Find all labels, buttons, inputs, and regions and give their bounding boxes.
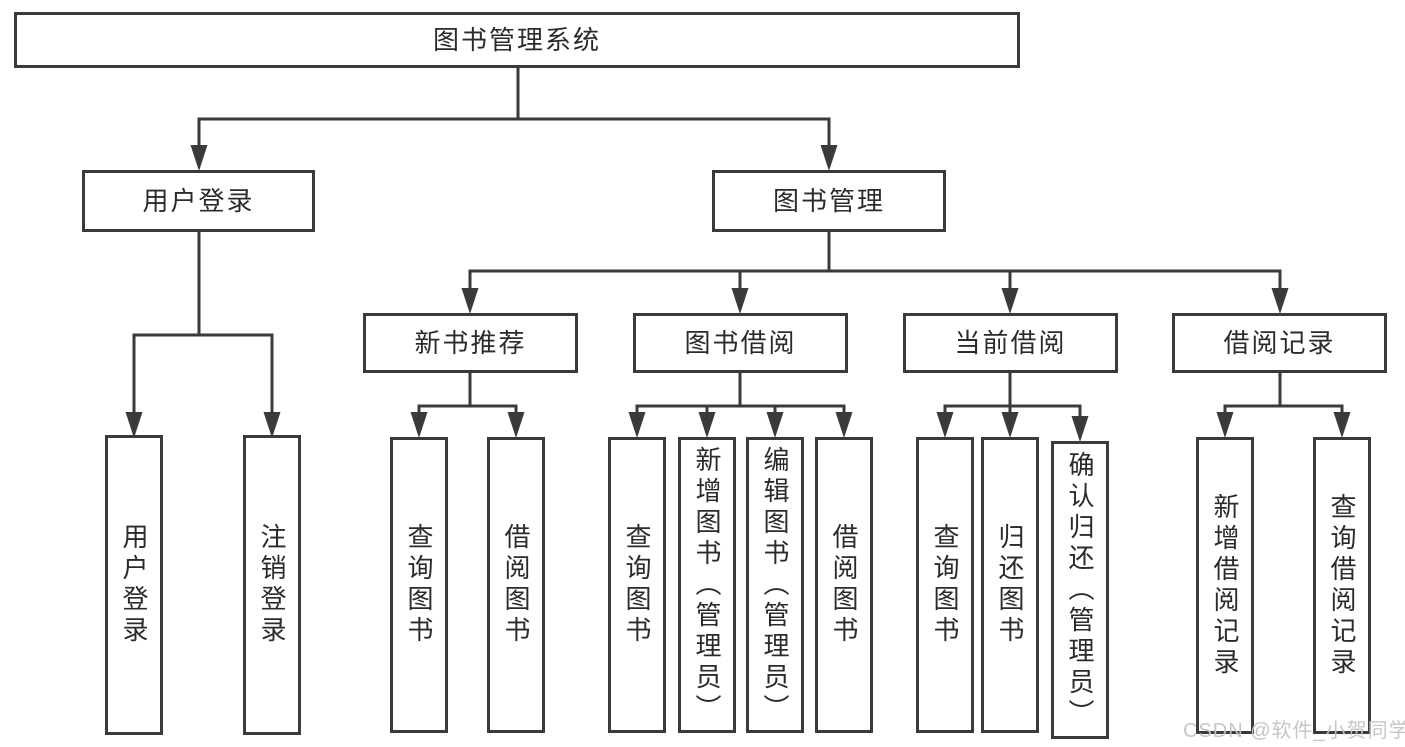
node-book-borrow: 图书借阅	[633, 313, 848, 373]
node-leaf-query-book-current-label: 查询图书	[930, 523, 960, 647]
node-leaf-query-book-current: 查询图书	[916, 437, 974, 733]
node-borrow-records-label: 借阅记录	[1223, 328, 1336, 358]
watermark-text: CSDN @软件_小贺同学	[1183, 720, 1405, 742]
node-leaf-edit-book-admin-label: 编辑图书（管理员）	[760, 445, 790, 725]
node-new-book-rec-label: 新书推荐	[414, 328, 527, 358]
node-leaf-edit-book-admin: 编辑图书（管理员）	[746, 437, 804, 733]
node-leaf-logout-label: 注销登录	[257, 523, 287, 647]
connector-user-login-branch	[125, 232, 281, 438]
node-leaf-query-book-rec-label: 查询图书	[404, 523, 434, 647]
node-leaf-query-borrow-record-label: 查询借阅记录	[1327, 492, 1357, 679]
node-leaf-query-book-rec: 查询图书	[390, 437, 448, 733]
connector-current-borrow-branch	[936, 373, 1089, 442]
connector-book-borrow-branch	[628, 373, 853, 438]
node-root-system-label: 图书管理系统	[432, 25, 601, 55]
connector-book-mgmt-to-level3	[461, 232, 1289, 314]
node-leaf-add-borrow-record-label: 新增借阅记录	[1210, 492, 1240, 679]
node-leaf-query-book-borrow: 查询图书	[608, 437, 666, 733]
node-user-login-branch-label: 用户登录	[142, 186, 255, 216]
node-leaf-query-book-borrow-label: 查询图书	[622, 523, 652, 647]
node-user-login-branch: 用户登录	[82, 170, 315, 232]
node-leaf-logout: 注销登录	[243, 435, 301, 735]
node-leaf-user-login-label: 用户登录	[119, 523, 149, 647]
node-leaf-borrow-book: 借阅图书	[815, 437, 873, 733]
node-leaf-add-book-admin-label: 新增图书（管理员）	[692, 445, 722, 725]
node-leaf-return-book: 归还图书	[981, 437, 1039, 733]
node-leaf-borrow-book-rec-label: 借阅图书	[501, 523, 531, 647]
node-leaf-borrow-book-label: 借阅图书	[829, 523, 859, 647]
node-new-book-rec: 新书推荐	[363, 313, 578, 373]
node-current-borrow-label: 当前借阅	[954, 328, 1067, 358]
connector-borrow-records-branch	[1216, 373, 1351, 438]
node-book-borrow-label: 图书借阅	[684, 328, 797, 358]
connector-root-to-level2	[190, 68, 838, 171]
node-leaf-confirm-return-admin-label: 确认归还（管理员）	[1065, 450, 1095, 730]
node-leaf-user-login: 用户登录	[105, 435, 163, 735]
node-current-borrow: 当前借阅	[903, 313, 1118, 373]
node-root-system: 图书管理系统	[14, 12, 1020, 68]
node-leaf-query-borrow-record: 查询借阅记录	[1313, 437, 1371, 734]
node-book-mgmt-branch: 图书管理	[712, 170, 946, 232]
node-leaf-borrow-book-rec: 借阅图书	[487, 437, 545, 733]
node-book-mgmt-branch-label: 图书管理	[772, 186, 885, 216]
node-leaf-add-borrow-record: 新增借阅记录	[1196, 437, 1254, 734]
node-leaf-add-book-admin: 新增图书（管理员）	[678, 437, 736, 733]
connector-new-book-rec-branch	[410, 373, 525, 438]
node-borrow-records: 借阅记录	[1172, 313, 1387, 373]
node-leaf-confirm-return-admin: 确认归还（管理员）	[1051, 441, 1109, 739]
node-leaf-return-book-label: 归还图书	[995, 523, 1025, 647]
